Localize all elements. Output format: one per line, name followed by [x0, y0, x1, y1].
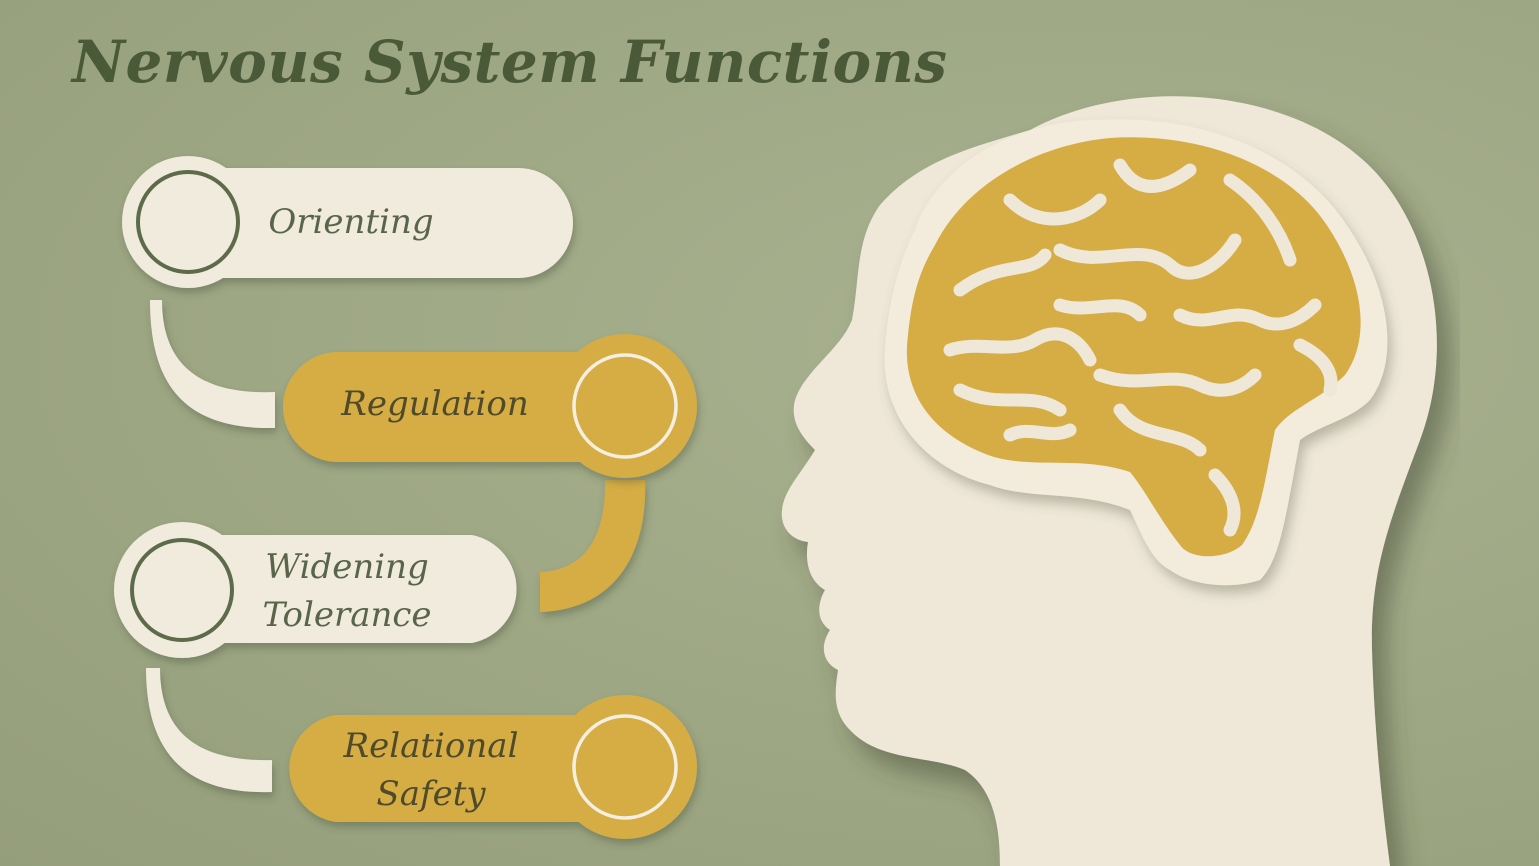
- step-orienting: [122, 156, 573, 288]
- connector-regulation-widening: [540, 480, 646, 612]
- step-label-relational-line2: Safety: [376, 774, 486, 814]
- ring-icon-relational-safety: [572, 714, 678, 820]
- ring-icon-orienting: [136, 170, 240, 274]
- step-label-orienting: Orienting: [256, 198, 446, 246]
- step-label-regulation-line1: Regulation: [341, 384, 529, 424]
- ring-icon-widening-tolerance: [130, 538, 234, 642]
- steps-diagram: [114, 156, 697, 839]
- connector-widening-relational: [146, 668, 272, 793]
- page-title: Nervous System Functions: [72, 28, 948, 96]
- connector-orienting-regulation: [150, 300, 275, 429]
- step-label-widening-line1: Widening: [265, 547, 429, 587]
- brain-folds: [943, 158, 1338, 537]
- step-label-orienting-line1: Orienting: [268, 202, 434, 242]
- head-illustration: [781, 96, 1437, 866]
- step-label-widening-line2: Tolerance: [262, 595, 432, 635]
- step-label-relational-line1: Relational: [343, 726, 519, 766]
- step-label-relational-safety: Relational Safety: [326, 722, 536, 818]
- ring-icon-regulation: [572, 353, 678, 459]
- step-label-regulation: Regulation: [330, 380, 540, 428]
- step-label-widening-tolerance: Widening Tolerance: [252, 543, 442, 639]
- brain-icon: [906, 137, 1361, 557]
